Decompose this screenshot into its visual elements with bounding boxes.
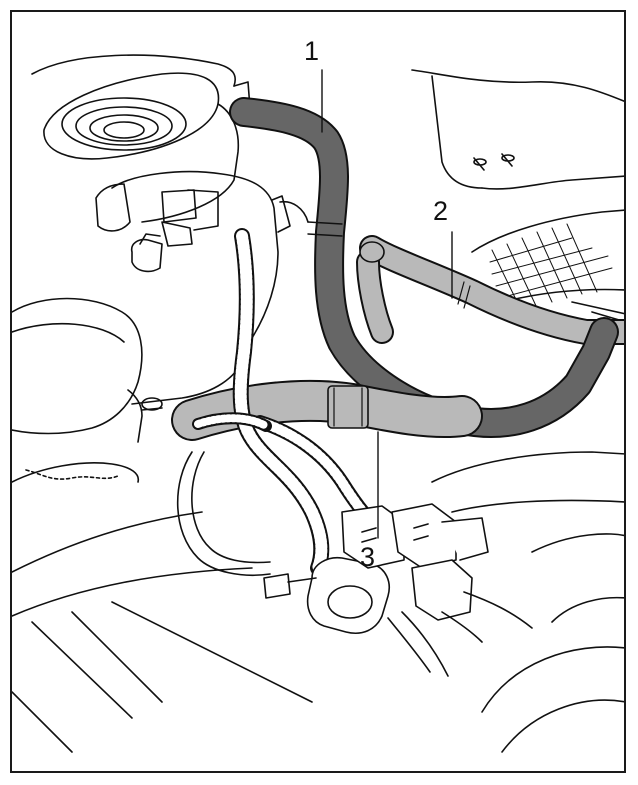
hose-2	[356, 235, 624, 345]
diagram-frame: 1 2 3	[10, 10, 626, 773]
callout-1: 1	[304, 36, 320, 66]
right-bracket	[411, 69, 624, 323]
hose-1	[229, 97, 619, 438]
lower-right-assembly	[431, 451, 624, 753]
callout-2: 2	[433, 196, 449, 226]
callout-3: 3	[360, 542, 376, 572]
reservoir-tank	[12, 297, 143, 483]
central-housing	[95, 170, 309, 405]
engine-bay-illustration	[12, 54, 624, 753]
connector-cluster	[263, 503, 533, 677]
engine-block	[12, 389, 313, 753]
leader-lines	[321, 69, 453, 539]
